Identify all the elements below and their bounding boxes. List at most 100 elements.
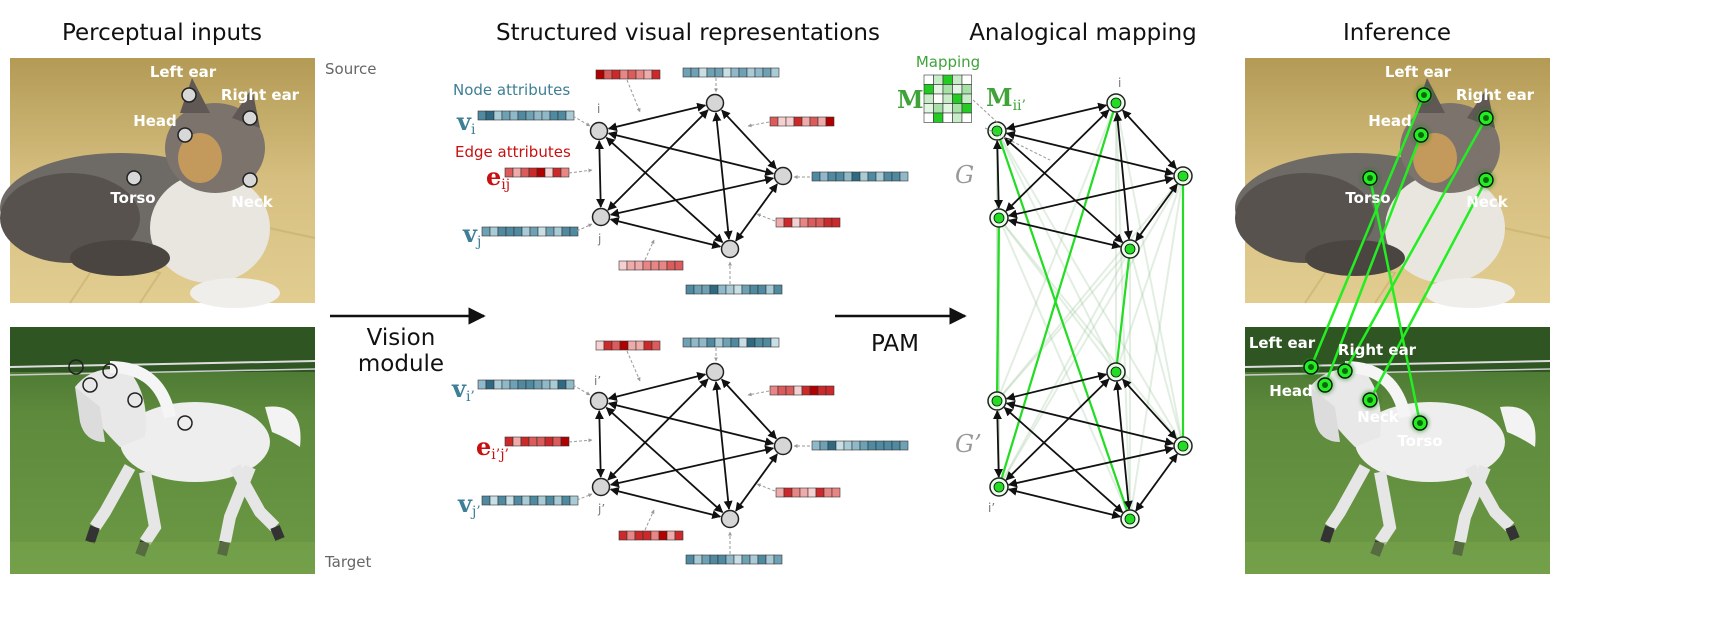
attribute-pointer: [576, 223, 593, 232]
matched-correspondence: [1114, 248, 1132, 373]
attribute-cell: [770, 337, 780, 348]
mapping-matrix-cell: [933, 103, 944, 114]
attribute-cell: [777, 116, 787, 127]
attribute-cell: [666, 260, 676, 271]
cat-label-left-ear: Left ear: [150, 63, 217, 81]
attribute-cell: [529, 495, 539, 506]
attribute-cell: [569, 226, 579, 237]
inference-line: [1368, 179, 1488, 401]
attribute-cell: [642, 260, 652, 271]
attribute-cell: [533, 379, 543, 390]
graph-edge: [712, 381, 733, 510]
keypoint-marker: [177, 415, 193, 431]
attribute-cell: [811, 440, 821, 451]
attribute-cell: [627, 69, 637, 80]
graph-edge: [594, 140, 606, 208]
target-label: Target: [324, 553, 372, 571]
inference-keypoint-center: [1421, 92, 1427, 98]
attribute-cell: [525, 110, 535, 121]
attribute-cell: [643, 69, 653, 80]
attribute-cell: [512, 167, 522, 178]
attribute-cell: [595, 340, 605, 351]
attribute-cell: [775, 217, 785, 228]
attribute-cell: [875, 171, 885, 182]
attribute-cell: [501, 110, 511, 121]
node-label-ip: i’: [594, 374, 601, 388]
mapping-graph-edge: [992, 140, 1004, 209]
cat-label-torso: Torso: [110, 189, 155, 207]
symbol-v-ip: vi’: [451, 374, 475, 405]
attribute-cell: [485, 379, 495, 390]
symbol-v-j: vj: [462, 219, 481, 250]
attribute-cell: [859, 171, 869, 182]
node-label-j: j: [597, 232, 601, 246]
mapping-graph-node-core: [1124, 243, 1136, 255]
attribute-cell: [799, 487, 809, 498]
symbol-e-ij: eij: [486, 162, 510, 193]
mapping-matrix-cell: [923, 112, 934, 123]
attribute-cell: [517, 110, 527, 121]
graph-edge: [609, 216, 722, 250]
node-attributes-label: Node attributes: [453, 81, 570, 99]
attribute-cell: [762, 67, 772, 78]
mapping-graph-node-core: [991, 125, 1003, 137]
mapping-matrix-cell: [933, 112, 944, 123]
attribute-cell: [851, 171, 861, 182]
attribute-pointer: [572, 384, 591, 396]
mapping-matrix-cell: [942, 93, 953, 104]
attribute-cell: [730, 67, 740, 78]
attribute-cell: [815, 487, 825, 498]
mapping-matrix-cell: [933, 84, 944, 95]
attribute-cell: [520, 167, 530, 178]
attribute-cell: [867, 440, 877, 451]
attribute-cell: [773, 284, 783, 295]
mapping-pointer: [972, 99, 999, 124]
mapping-graph-edge: [1007, 486, 1122, 520]
attribute-cell: [809, 385, 819, 396]
attribute-cell: [757, 554, 767, 565]
attribute-cell: [701, 554, 711, 565]
attribute-cell: [626, 260, 636, 271]
keypoint-marker: [177, 127, 193, 143]
attribute-cell: [709, 554, 719, 565]
attribute-pointer: [568, 438, 593, 443]
attribute-cell: [497, 495, 507, 506]
mapping-matrix-cell: [952, 74, 963, 85]
cat-label-head: Head: [133, 112, 177, 130]
attribute-cell: [799, 217, 809, 228]
mapping-matrix-cell: [942, 112, 953, 123]
mapping-graph-node-core: [991, 395, 1003, 407]
attribute-cell: [738, 67, 748, 78]
analogical-mapping-graph: [972, 93, 1193, 529]
attribute-cell: [553, 226, 563, 237]
attribute-cell: [831, 217, 841, 228]
attribute-cell: [536, 167, 546, 178]
graph-node: [773, 436, 793, 456]
attribute-cell: [769, 385, 779, 396]
attribute-cell: [603, 69, 613, 80]
attribute-cell: [493, 379, 503, 390]
attribute-cell: [791, 487, 801, 498]
attribute-pointer: [756, 483, 776, 492]
inference-horse-image: [1245, 327, 1550, 574]
graph-node: [705, 362, 725, 382]
attribute-cell: [717, 284, 727, 295]
graph-node: [589, 391, 609, 411]
attribute-cell: [765, 284, 775, 295]
pam-label: PAM: [871, 331, 919, 357]
title-inference: Inference: [1343, 20, 1451, 46]
attribute-cell: [754, 337, 764, 348]
keypoint-marker: [181, 87, 197, 103]
attribute-cell: [682, 67, 692, 78]
attribute-cell: [521, 226, 531, 237]
attribute-cell: [513, 495, 523, 506]
mapping-matrix-cell: [952, 112, 963, 123]
attribute-pointer: [644, 509, 655, 531]
attribute-cell: [817, 385, 827, 396]
attribute-cell: [725, 554, 735, 565]
attribute-cell: [521, 495, 531, 506]
attribute-cell: [520, 436, 530, 447]
attribute-cell: [899, 440, 909, 451]
graph-node: [591, 477, 611, 497]
graph-edge: [607, 102, 707, 132]
